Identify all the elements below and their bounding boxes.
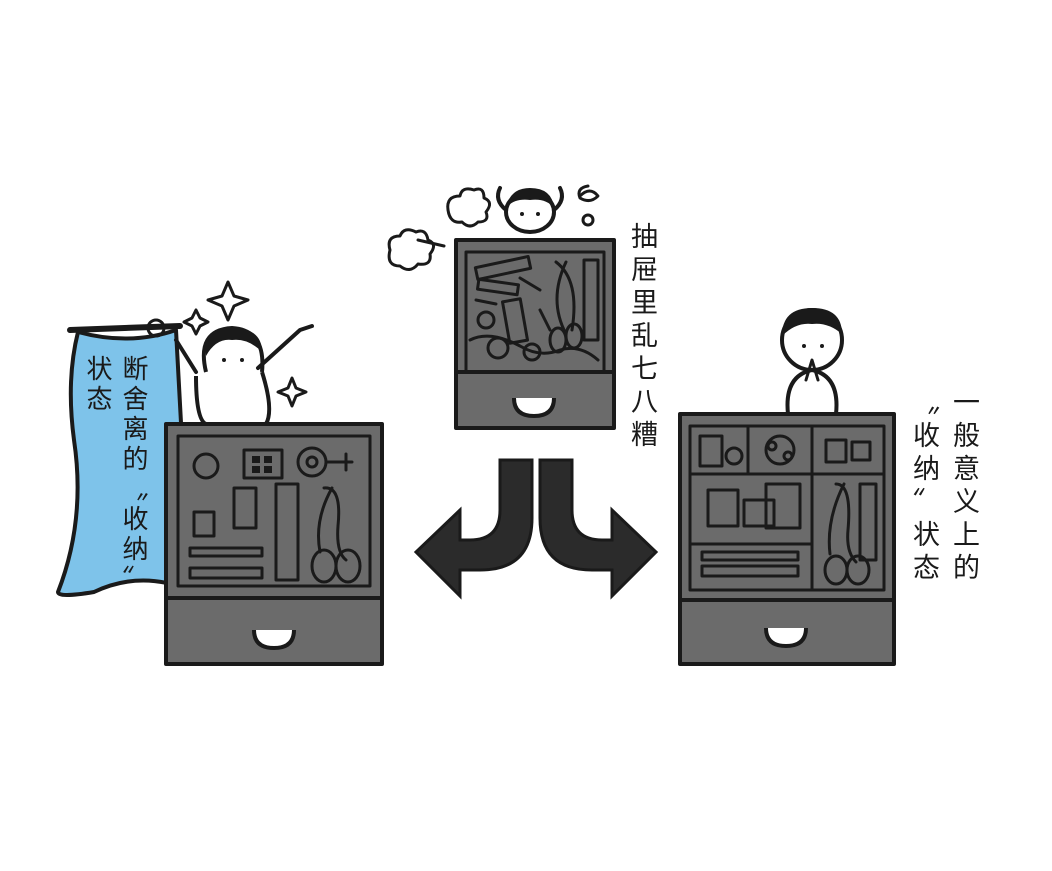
messy-caption: 抽屉里乱七八糟: [626, 222, 657, 453]
smoke-puff-icon: [387, 228, 435, 271]
scribble-icon: [577, 184, 600, 227]
smoke-puff-icon: [446, 187, 491, 228]
sparkle-icon: [182, 308, 210, 336]
praying-person: [780, 308, 844, 416]
banner-caption-line1: 断舍离的〝收纳〞: [118, 355, 148, 595]
ordinary-caption-line1: 一般意义上的: [948, 388, 979, 586]
banner: [56, 318, 192, 597]
frustrated-person: [496, 186, 564, 234]
split-arrow: [413, 458, 659, 600]
cheering-person: [174, 324, 314, 426]
organized-items: [188, 446, 362, 584]
messy-drawer: [387, 184, 616, 430]
messy-items: [468, 255, 600, 362]
danshari-drawer: [56, 280, 384, 666]
sparkle-icon: [206, 280, 250, 322]
sparkle-icon: [276, 376, 308, 408]
banner-caption-line2: 状态: [82, 355, 112, 415]
ordinary-drawer: [678, 308, 896, 666]
ordinary-caption-line2: 〝收纳〞状态: [908, 388, 939, 586]
compartments: [688, 424, 886, 592]
